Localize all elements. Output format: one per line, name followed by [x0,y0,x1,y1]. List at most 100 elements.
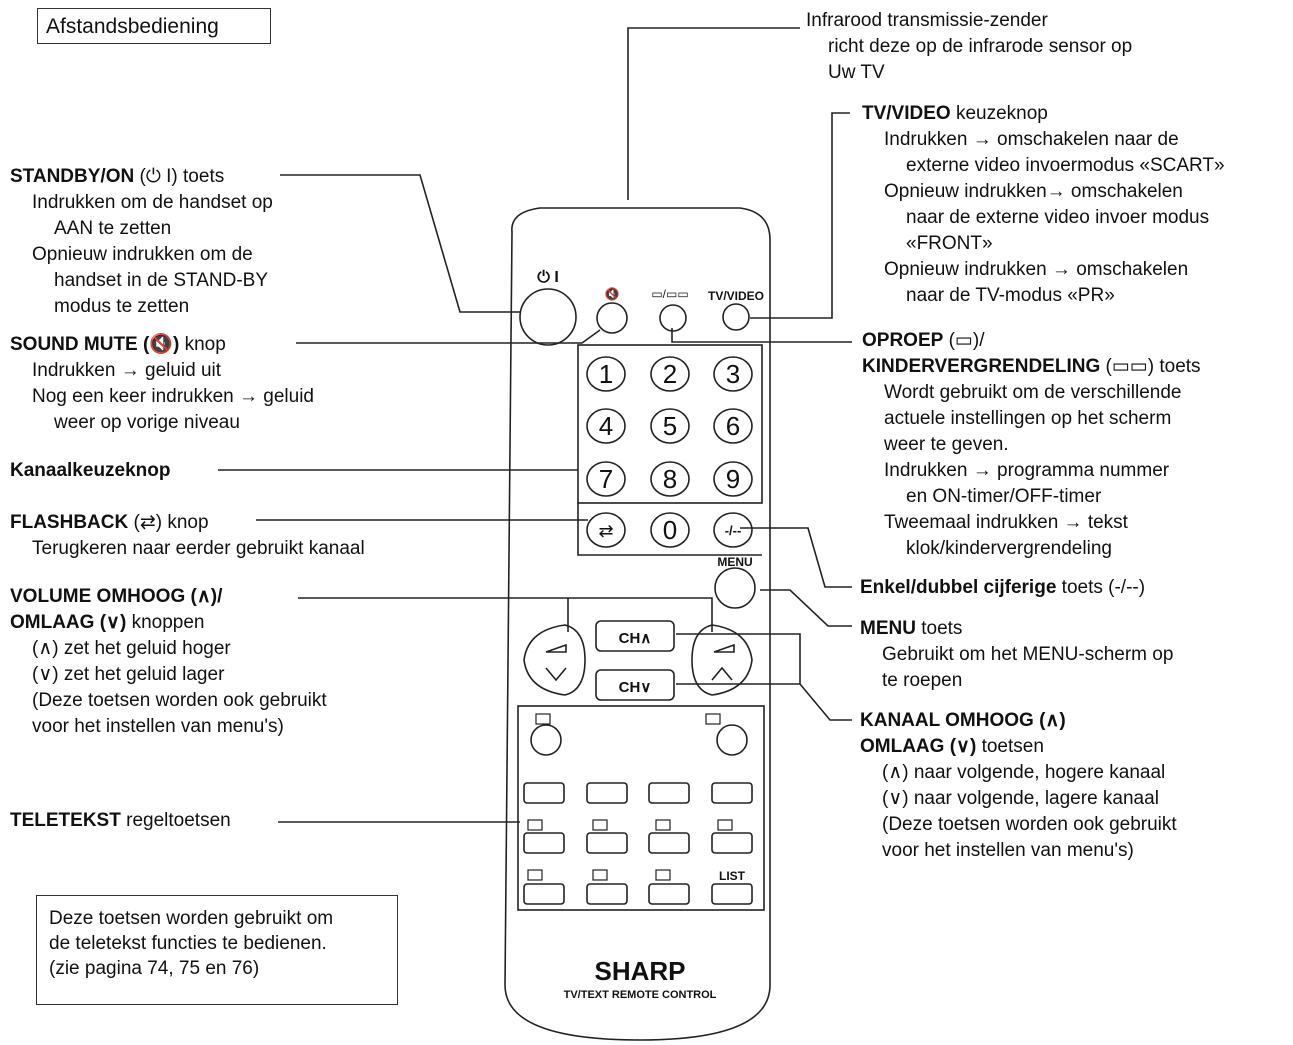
leader-mute [296,329,601,344]
volume-line: (∧) zet het geluid hoger [32,638,231,659]
digit-label-2: 2 [663,359,677,389]
list-label: LIST [719,869,746,883]
oproep-symbol-2: (▭▭) [1105,356,1155,377]
volume-symbol-2: (∨) [99,612,127,633]
menu-button [714,567,756,609]
oproep-description: OPROEP (▭)/ KINDERVERGRENDELING (▭▭) toe… [862,328,1201,562]
enkel-heading: Enkel/dubbel cijferige [860,577,1057,598]
teletext-button [711,782,753,804]
infrared-line: richt deze op de infrarode sensor op [828,36,1133,57]
volume-line: (Deze toetsen worden ook gebruikt [32,690,327,711]
menu-tail: toets [921,618,963,639]
teletext-button [523,832,565,854]
leader-kanaalup-2 [676,633,801,684]
teletext-note-box: Deze toetsen worden gebruikt om de telet… [36,895,398,1005]
call-button [659,304,687,332]
tvvideo-line: externe video invoermodus «SCART» [906,155,1225,176]
digit-label-8: 8 [663,464,677,494]
teletext-button [648,883,690,905]
teletext-button [648,832,690,854]
teletext-rect-buttons [523,782,753,905]
mute-description: SOUND MUTE (🔇) knop Indrukken → geluid u… [10,332,314,436]
teletext-button [711,832,753,854]
teletext-button [586,832,628,854]
teletext-button [523,883,565,905]
digit-button-7 [586,461,626,497]
mute-line: weer op vorige niveau [54,412,240,433]
standby-description: STANDBY/ON (⏻ I) toets Indrukken om de h… [10,164,273,320]
infrared-line: Infrarood transmissie-zender [806,10,1048,31]
leader-enkel [740,527,852,588]
tvvideo-line: Indrukken → omschakelen naar de [884,129,1179,150]
flashback-heading: FLASHBACK [10,512,129,533]
leader-kanaalup [676,683,852,721]
teletekst-heading: TELETEKST [10,810,121,831]
tvvideo-heading: TV/VIDEO [862,103,951,124]
digit-label-5: 5 [663,411,677,441]
digit-button-8 [650,461,690,497]
flashback-line: Terugkeren naar eerder gebruikt kanaal [32,538,365,559]
mute-button [596,302,628,334]
digit-buttons [586,356,753,548]
oproep-line: klok/kindervergrendeling [906,538,1112,559]
digit-label-9: 9 [726,464,740,494]
note-line: de teletekst functies te bedienen. [49,933,327,954]
oproep-heading-2: KINDERVERGRENDELING [862,356,1101,377]
power-button [519,288,577,346]
note-line: (zie pagina 74, 75 en 76) [49,958,260,979]
digit-button-9 [713,461,753,497]
mute-symbol: (🔇) [143,334,180,355]
oproep-line: Indrukken → programma nummer [884,460,1170,481]
kanaalup-tail: toetsen [981,736,1044,757]
teletext-round-left-button [530,724,562,756]
teletext-button [523,782,565,804]
flashback-tail: knop [167,512,209,533]
volume-description: VOLUME OMHOOG (∧)/ OMLAAG (∨) knoppen (∧… [10,584,327,740]
volume-down-triangle-icon [545,643,567,653]
teletext-icon [535,713,551,725]
digit-label-7: 7 [599,464,613,494]
tvvideo-line: «FRONT» [906,233,993,254]
digit-toggle-icon: -/-- [725,523,742,538]
tvvideo-line: Opnieuw indrukken→ omschakelen [884,181,1183,202]
tvvideo-line: Opnieuw indrukken → omschakelen [884,259,1189,280]
standby-tail: toets [183,166,225,187]
mute-label: 🔇 [605,287,620,301]
digit-label-1: 1 [599,359,613,389]
standby-line: handset in de STAND-BY [54,270,269,291]
page-title: Afstandsbediening [37,8,271,44]
menu-line: te roepen [882,670,963,691]
digit-button-2 [650,356,690,392]
digit-button-1 [586,356,626,392]
leader-menu [760,589,852,627]
numpad-frame [577,344,763,504]
oproep-heading: OPROEP [862,330,944,351]
mute-line: Nog een keer indrukken → geluid [32,386,315,407]
channel-down-button [595,669,675,701]
digit-button-3 [713,356,753,392]
oproep-line: actuele instellingen op het scherm [884,408,1172,429]
teletext-button [586,782,628,804]
teletext-icons [527,713,733,881]
teletext-button [711,883,753,905]
tvvideo-line: naar de TV-modus «PR» [906,285,1115,306]
teletext-icon [527,869,543,881]
flashback-description: FLASHBACK (⇄) knop Terugkeren naar eerde… [10,510,365,562]
menu-heading: MENU [860,618,916,639]
volume-line: (∨) zet het geluid lager [32,664,225,685]
enkel-tail: toets [1061,577,1103,598]
teletext-icon [655,819,671,831]
digit-button-4 [586,408,626,444]
menu-description: MENU toets Gebruikt om het MENU-scherm o… [860,616,1173,694]
enkel-symbol: (-/--) [1108,577,1146,598]
tvvideo-label: TV/VIDEO [708,289,764,303]
teletext-button [586,883,628,905]
flashback-button [586,512,626,548]
kanaalup-line: voor het instellen van menu's) [882,840,1134,861]
standby-line: modus te zetten [54,296,190,317]
teletext-icon [527,819,543,831]
channel-down-label: CH∨ [619,679,652,696]
teletext-icon [592,869,608,881]
kanaalup-line: (∨) naar volgende, lagere kanaal [882,788,1159,809]
teletext-icon [705,713,721,725]
